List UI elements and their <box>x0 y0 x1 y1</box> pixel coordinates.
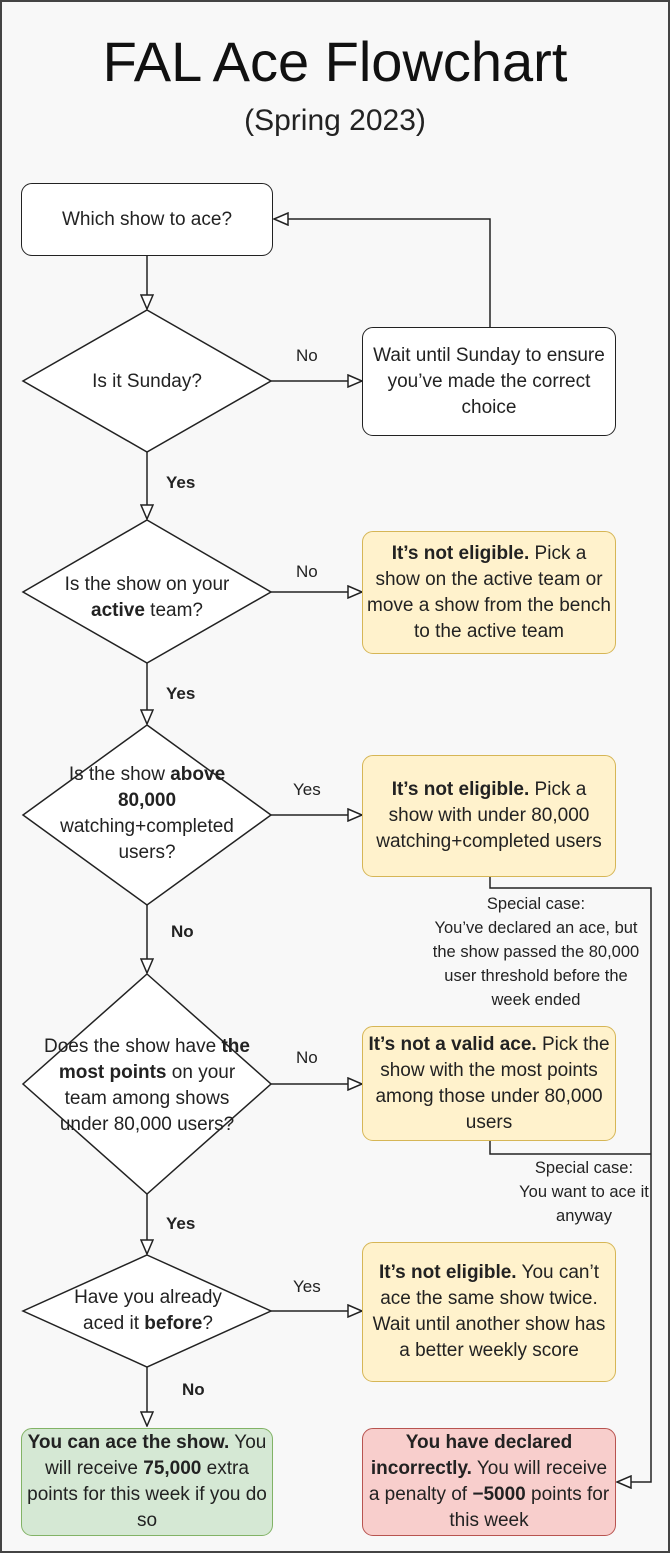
node-start: Which show to ace? <box>21 183 273 256</box>
node-not-valid-ace: It’s not a valid ace. Pick the show with… <box>362 1026 616 1141</box>
node-not-twice: It’s not eligible. You can’t ace the sam… <box>362 1242 616 1382</box>
decision-active-text: Is the show on your active team? <box>64 574 230 621</box>
decision-most-text: Does the show have the most points on yo… <box>44 1036 250 1135</box>
node-can-ace: You can ace the show. You will receive 7… <box>21 1428 273 1536</box>
edge-special-case-1 <box>489 877 652 1482</box>
label-sunday-yes: Yes <box>166 473 196 492</box>
decision-above-text: Is the show above 80,000 watching+comple… <box>60 764 234 863</box>
page-title: FAL Ace Flowchart <box>102 30 568 93</box>
decision-sunday-text: Is it Sunday? <box>92 371 202 392</box>
label-above-no: No <box>171 922 194 941</box>
edge-wait-loop <box>274 219 491 327</box>
label-most-no: No <box>296 1048 318 1067</box>
note-special-case-threshold: Special case: You’ve declared an ace, bu… <box>432 895 640 1009</box>
decision-before-text: Have you already aced it before? <box>74 1287 222 1334</box>
page-subtitle: (Spring 2023) <box>244 104 426 137</box>
label-sunday-no: No <box>296 346 318 365</box>
node-wait-sunday: Wait until Sunday to ensure you’ve made … <box>362 327 616 436</box>
label-active-no: No <box>296 562 318 581</box>
node-not-under-80000: It’s not eligible. Pick a show with unde… <box>362 755 616 877</box>
label-most-yes: Yes <box>166 1214 196 1233</box>
label-above-yes: Yes <box>293 780 321 799</box>
node-not-active: It’s not eligible. Pick a show on the ac… <box>362 531 616 654</box>
edge-special-case-2 <box>489 1141 651 1155</box>
node-start-text: Which show to ace? <box>61 208 233 230</box>
label-active-yes: Yes <box>166 684 196 703</box>
label-before-yes: Yes <box>293 1277 321 1296</box>
node-penalty: You have declared incorrectly. You will … <box>362 1428 616 1536</box>
note-special-case-anyway: Special case: You want to ace it anyway <box>519 1159 649 1225</box>
label-before-no: No <box>182 1380 205 1399</box>
